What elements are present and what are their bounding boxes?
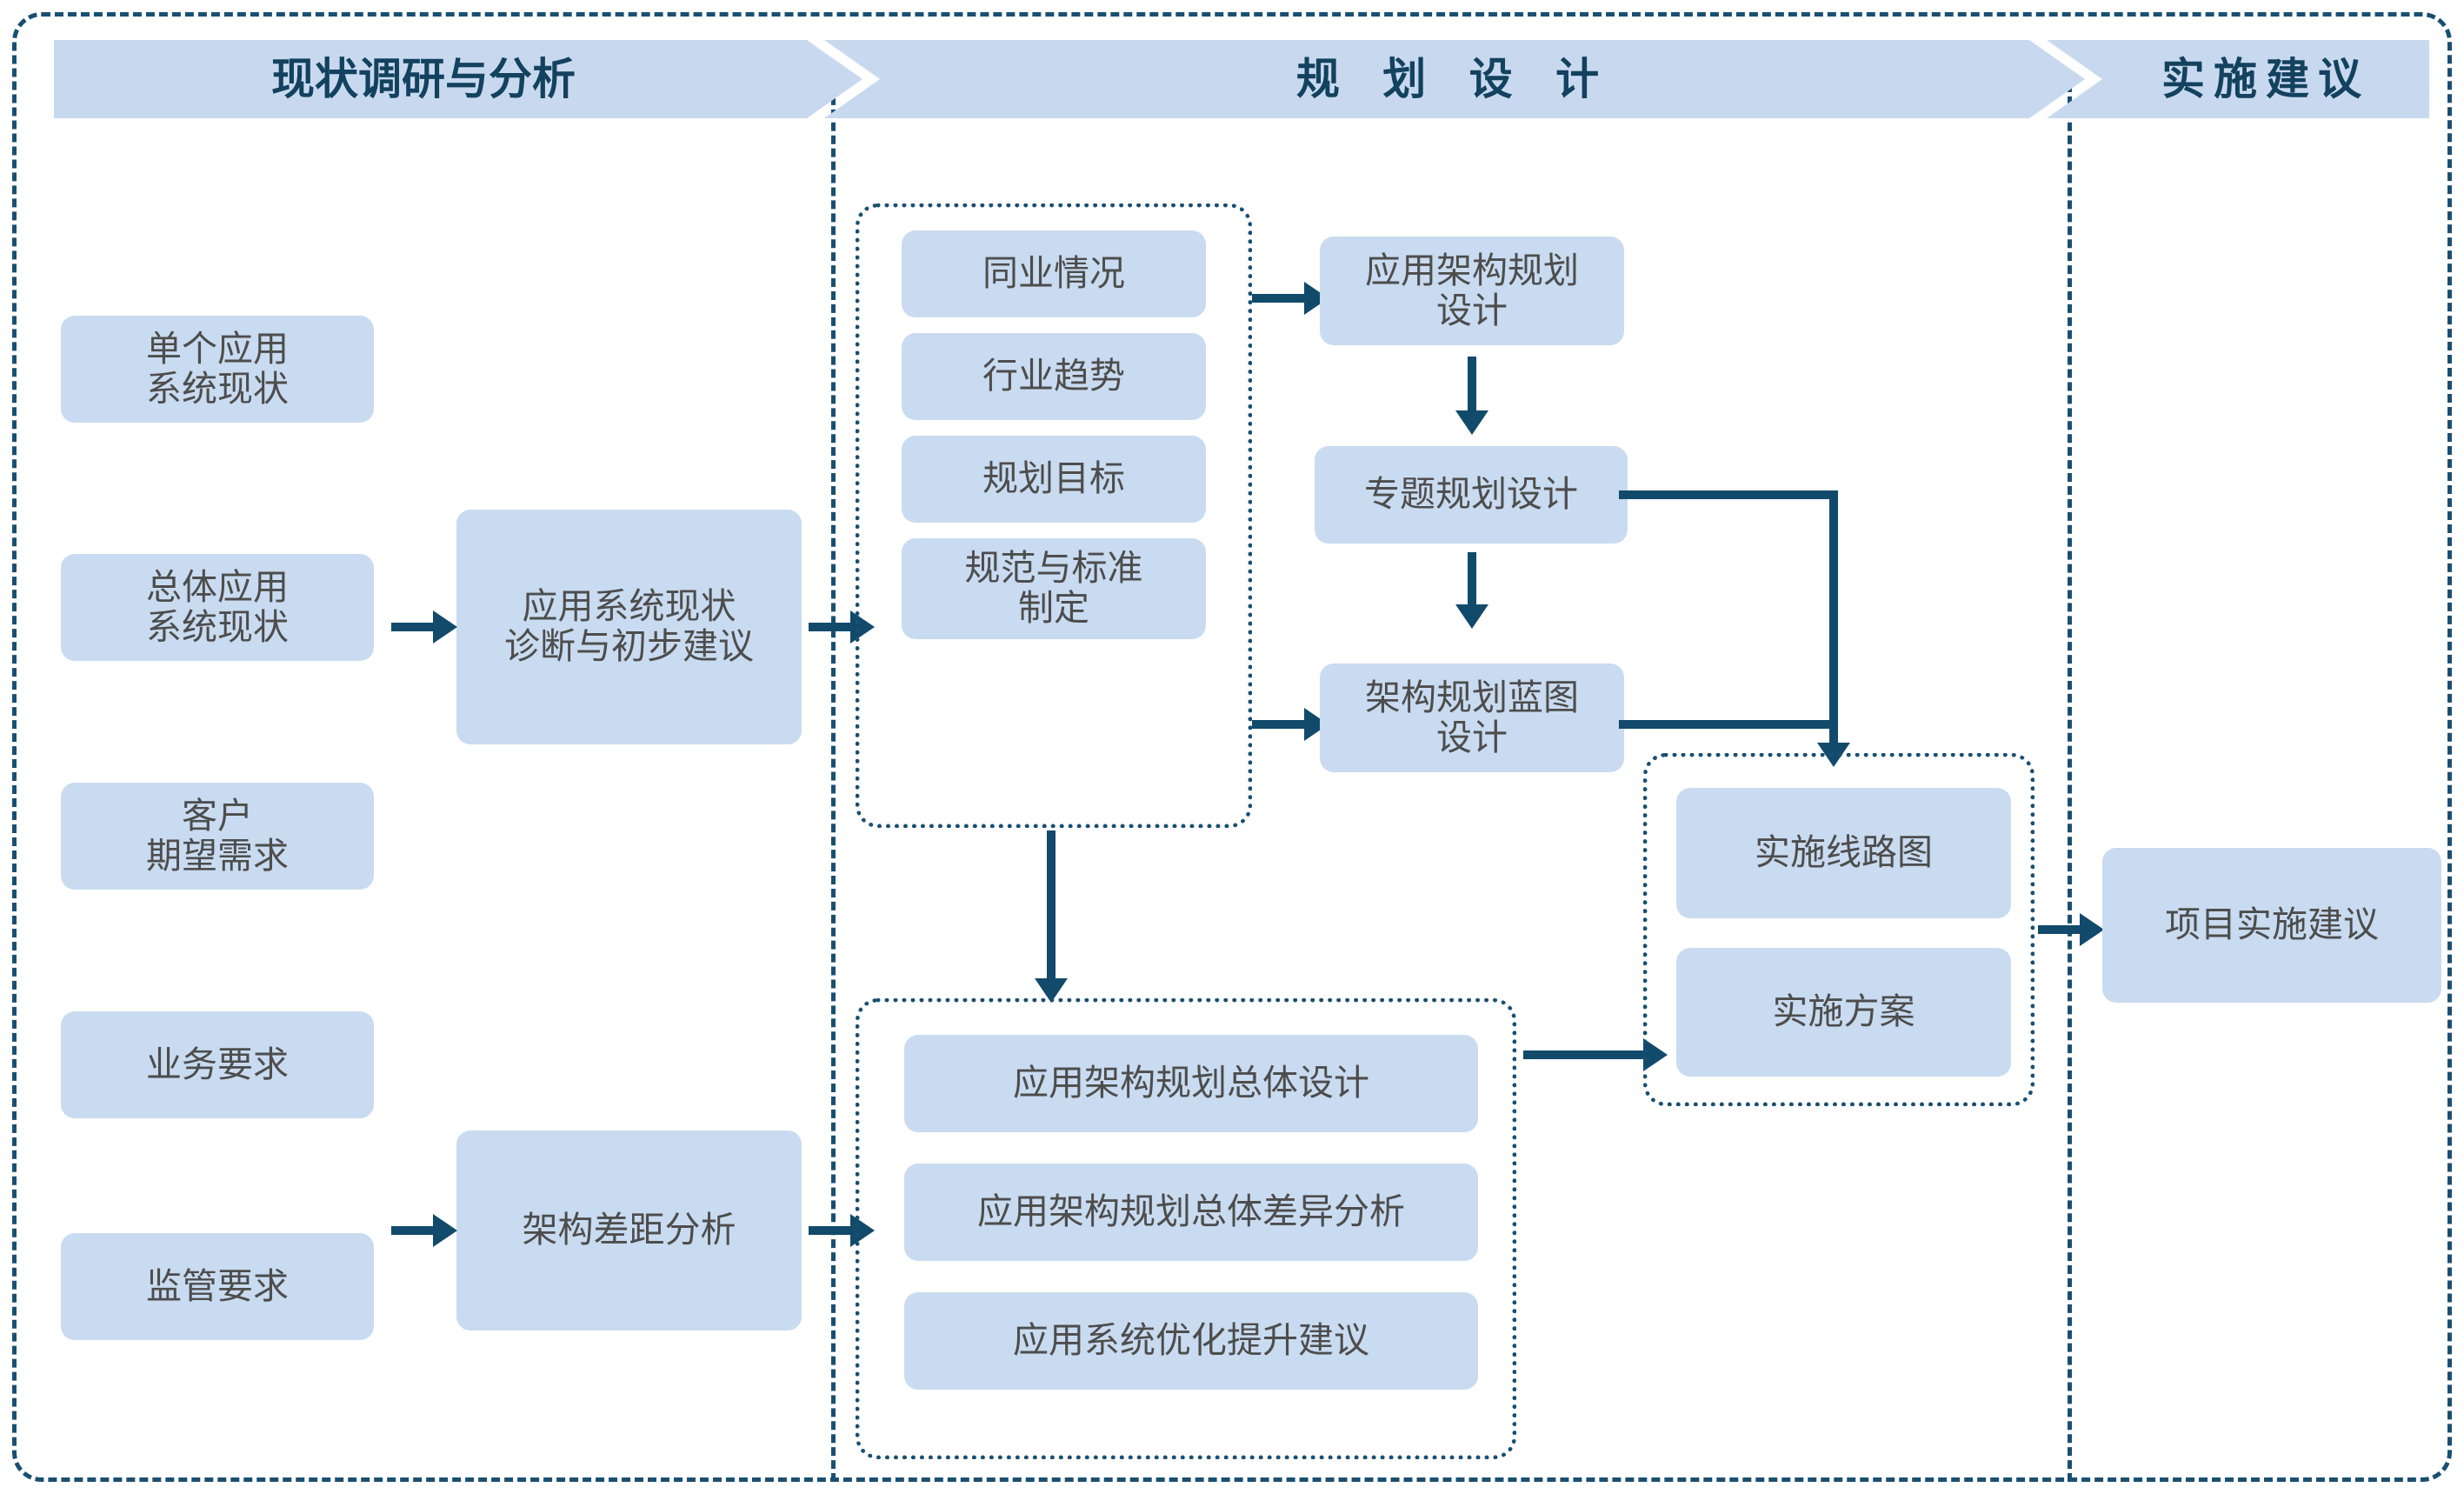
node-label: 规范与标准 制定 [964, 547, 1143, 629]
node-label: 实施线路图 [1755, 831, 1933, 874]
node-input-single-system[interactable]: 单个应用 系统现状 [61, 316, 374, 423]
banner-phase-3: 实施建议 [2047, 40, 2429, 118]
node-label: 监管要求 [146, 1264, 289, 1307]
connector-implementation-to-outcome [2038, 925, 2080, 934]
connector-topic-elbow-horizontal [1619, 490, 1838, 499]
connector-research-to-overall [1047, 830, 1056, 978]
node-overall-master-design[interactable]: 应用架构规划总体设计 [904, 1035, 1478, 1132]
arrowhead-diagnosis-to-research [850, 610, 875, 644]
arrowhead-input-to-diagnosis [433, 610, 457, 644]
node-outcome-proposal[interactable]: 项目实施建议 [2102, 848, 2441, 1003]
banner-phase-2-label: 规 划 设 计 [1295, 54, 1614, 104]
arrowhead-input-to-gap [433, 1214, 457, 1247]
node-impl-roadmap[interactable]: 实施线路图 [1676, 788, 2011, 918]
divider-phase1-phase2 [831, 83, 836, 1482]
connector-blueprint-elbow-horizontal [1619, 720, 1838, 729]
connector-input-to-gap [391, 1226, 433, 1235]
node-label: 应用系统优化提升建议 [1013, 1319, 1369, 1362]
research-group-container [856, 203, 1252, 828]
node-label: 实施方案 [1772, 990, 1915, 1033]
node-research-peer[interactable]: 同业情况 [902, 230, 1206, 317]
connector-research-to-design [1252, 294, 1304, 303]
outer-dashed-frame [12, 12, 2452, 1482]
arrowhead-design-to-topic [1455, 410, 1488, 435]
connector-elbow-vertical [1829, 490, 1838, 743]
node-label: 架构规划蓝图 设计 [1365, 676, 1579, 758]
node-overall-gap-analysis[interactable]: 应用架构规划总体差异分析 [904, 1164, 1478, 1261]
node-label: 项目实施建议 [2165, 904, 2379, 946]
arrowhead-gap-to-overall [850, 1214, 875, 1247]
node-label: 应用架构规划 设计 [1365, 249, 1579, 331]
node-impl-plan[interactable]: 实施方案 [1676, 948, 2011, 1077]
node-analysis-gap[interactable]: 架构差距分析 [456, 1131, 802, 1331]
node-analysis-diagnosis[interactable]: 应用系统现状 诊断与初步建议 [456, 510, 802, 744]
implementation-group-container [1643, 753, 2034, 1106]
node-label: 应用系统现状 诊断与初步建议 [504, 585, 754, 667]
connector-standards-to-blueprint [1252, 720, 1304, 729]
banner-phase-3-label: 实施建议 [2161, 54, 2370, 104]
node-label: 同业情况 [982, 252, 1125, 295]
node-label: 规划目标 [982, 457, 1125, 500]
node-label: 应用架构规划总体设计 [1013, 1062, 1369, 1104]
connector-topic-to-blueprint [1468, 552, 1476, 604]
node-input-overall-system[interactable]: 总体应用 系统现状 [61, 554, 374, 661]
divider-phase2-phase3 [2068, 83, 2072, 1482]
node-design-topic-planning[interactable]: 专题规划设计 [1315, 446, 1628, 544]
overall-design-group-container [856, 998, 1516, 1459]
node-label: 业务要求 [146, 1043, 289, 1085]
connector-gap-to-overall [809, 1226, 850, 1235]
node-design-app-architecture[interactable]: 应用架构规划 设计 [1320, 237, 1624, 345]
arrowhead-topic-to-blueprint [1455, 604, 1488, 629]
node-label: 客户 期望需求 [146, 794, 289, 877]
connector-overall-to-implementation [1523, 1050, 1643, 1059]
node-label: 单个应用 系统现状 [146, 327, 289, 410]
node-label: 架构差距分析 [522, 1209, 736, 1251]
node-research-standards[interactable]: 规范与标准 制定 [902, 538, 1206, 639]
node-input-regulatory-requirement[interactable]: 监管要求 [61, 1233, 374, 1340]
banner-phase-1-label: 现状调研与分析 [271, 54, 576, 104]
node-label: 应用架构规划总体差异分析 [977, 1191, 1405, 1233]
node-research-industry-trend[interactable]: 行业趋势 [902, 333, 1206, 420]
node-label: 总体应用 系统现状 [146, 565, 289, 648]
node-input-customer-expectation[interactable]: 客户 期望需求 [61, 783, 374, 890]
banner-phase-2: 规 划 设 计 [824, 40, 2085, 118]
node-design-blueprint[interactable]: 架构规划蓝图 设计 [1320, 664, 1624, 772]
connector-diagnosis-to-research [809, 623, 850, 631]
node-overall-optimization[interactable]: 应用系统优化提升建议 [904, 1292, 1478, 1390]
connector-design-to-topic [1468, 357, 1476, 410]
node-label: 专题规划设计 [1364, 473, 1578, 516]
node-research-planning-goal[interactable]: 规划目标 [902, 436, 1206, 523]
node-label: 行业趋势 [982, 355, 1125, 397]
node-input-business-requirement[interactable]: 业务要求 [61, 1011, 374, 1118]
banner-phase-1: 现状调研与分析 [54, 40, 862, 118]
arrowhead-implementation-to-outcome [2080, 913, 2104, 946]
connector-input-to-diagnosis [391, 623, 433, 631]
